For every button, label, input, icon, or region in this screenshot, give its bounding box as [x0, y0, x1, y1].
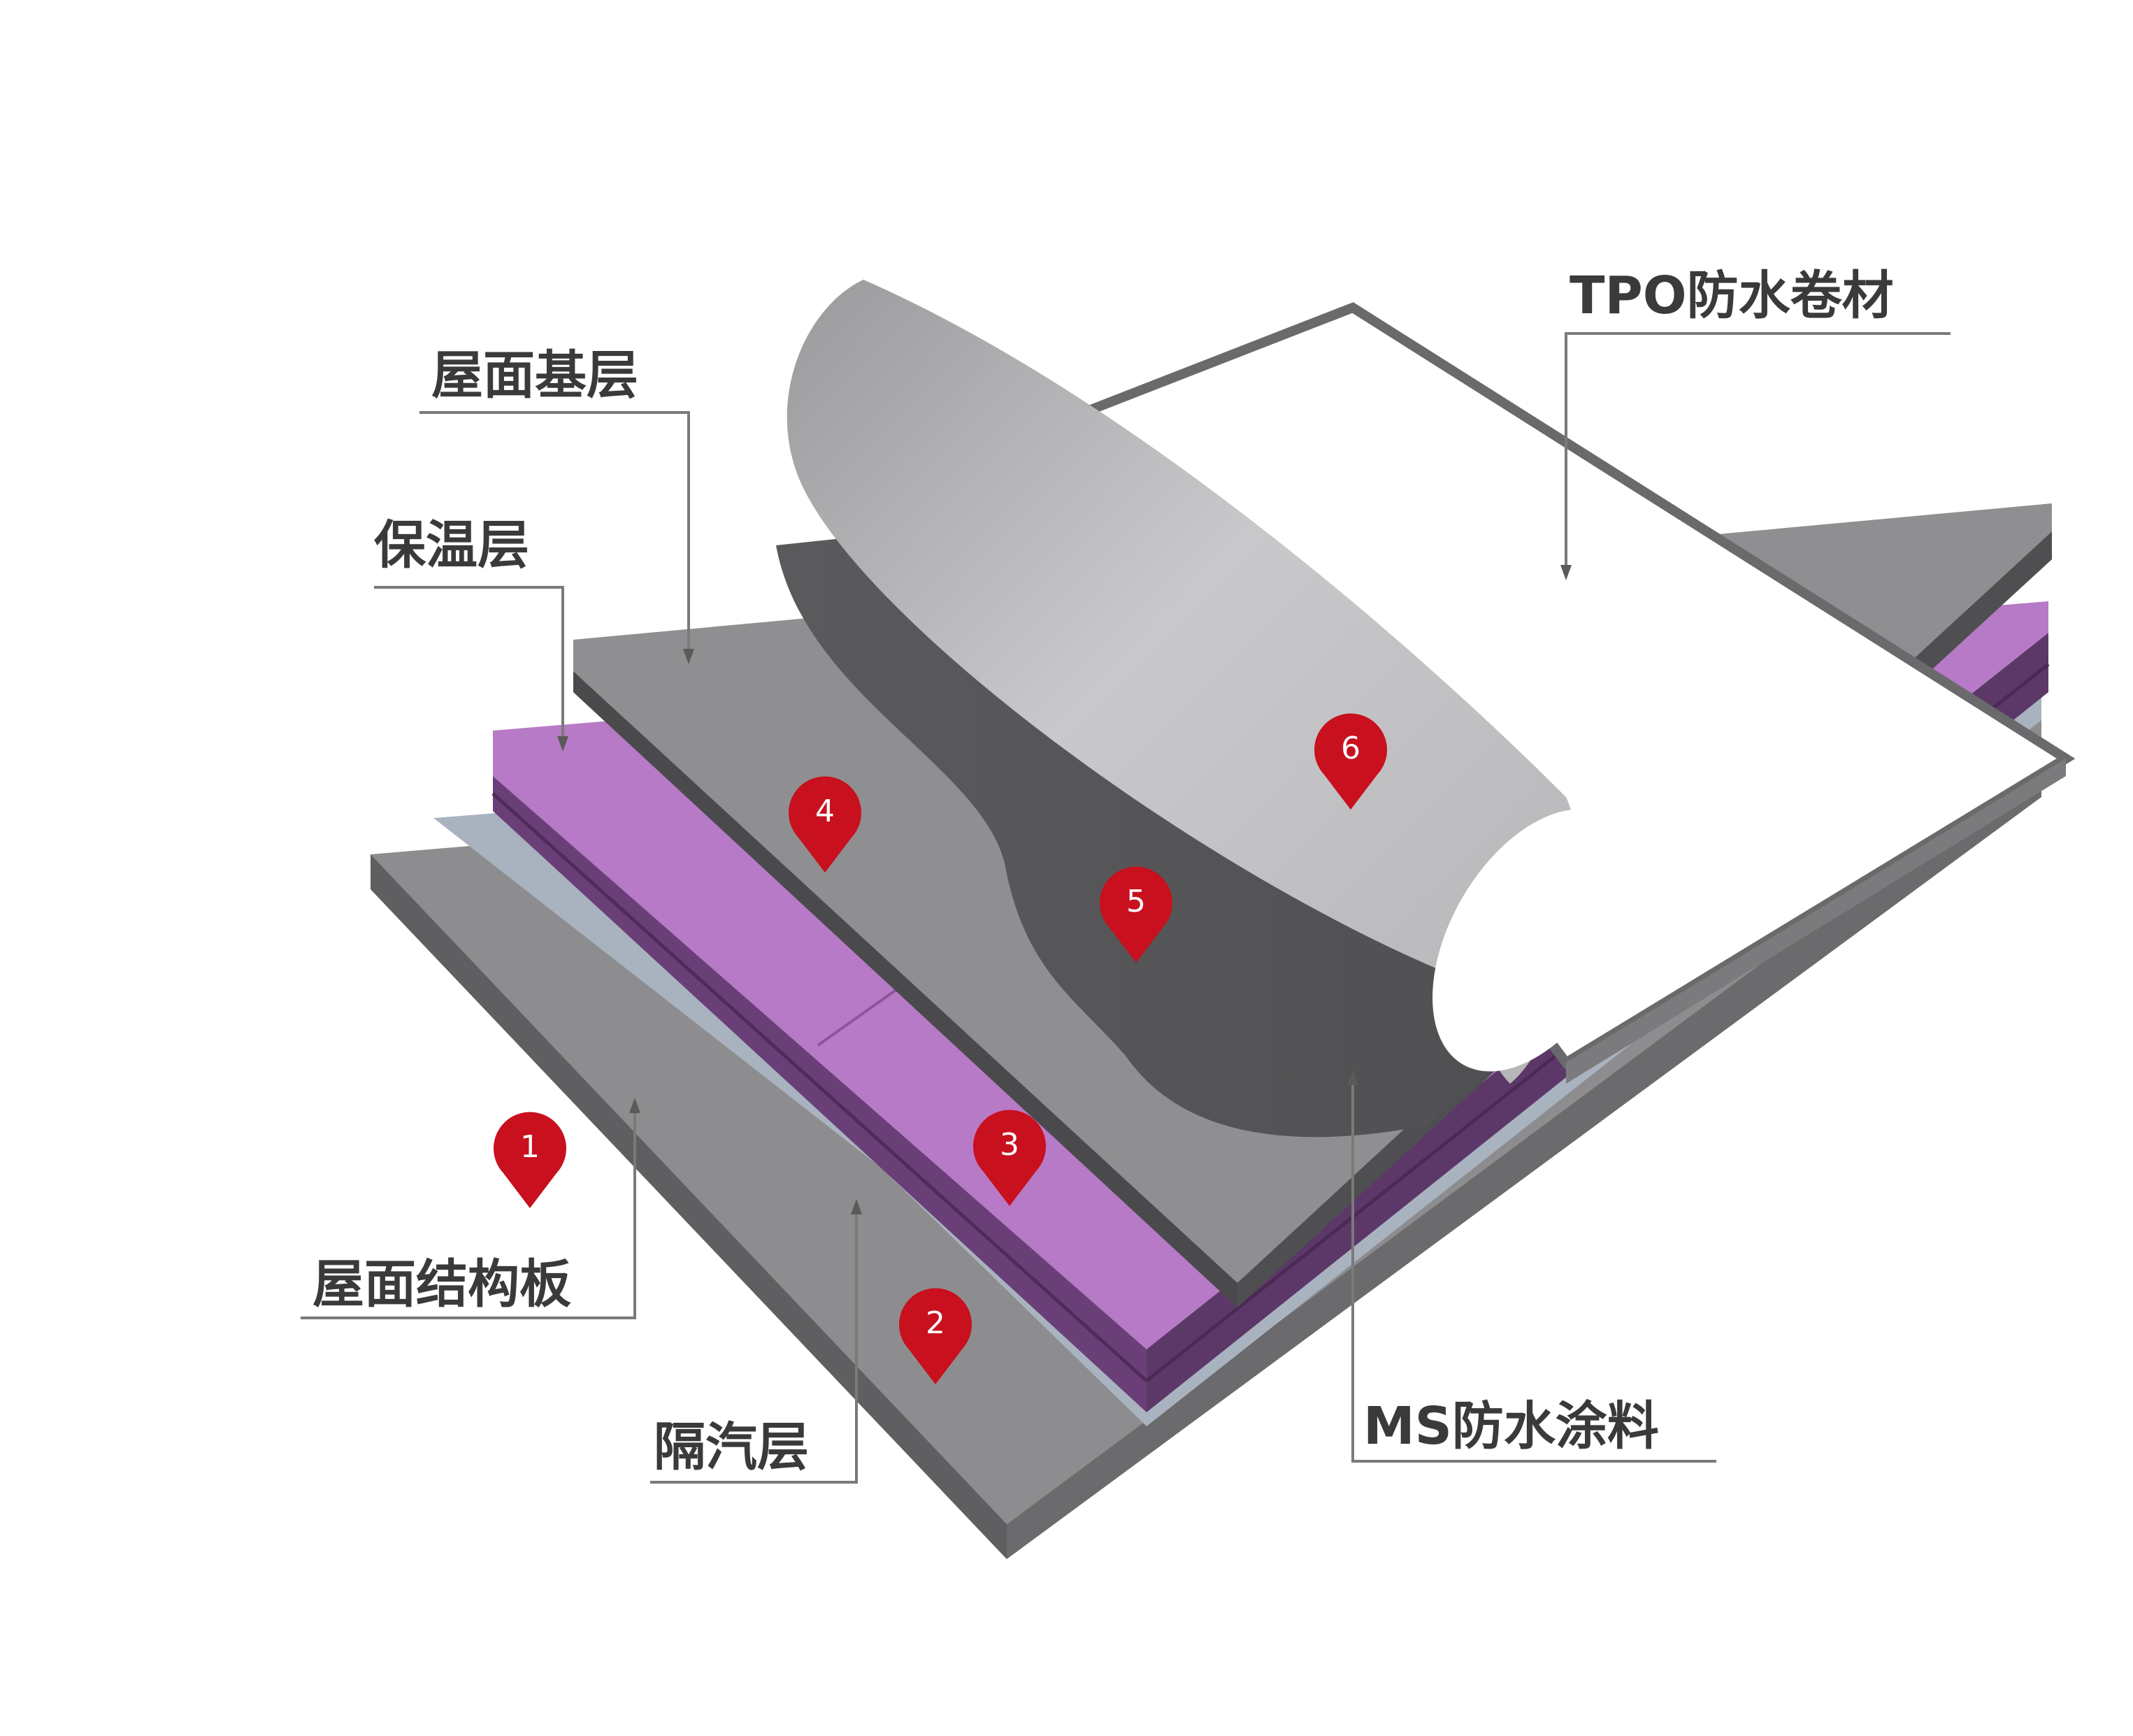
layer-labels: TPO防水卷材 屋面基层 保温层 屋面结构板 隔汽层 MS防水涂料 [313, 266, 1894, 1477]
leader-ms-coating [1351, 1080, 1716, 1463]
arrowhead-coating [1347, 1070, 1358, 1085]
marker-number-1: 1 [520, 1129, 540, 1165]
insulation-board-seam-2 [491, 792, 1148, 1382]
label-tpo-membrane: TPO防水卷材 [1570, 266, 1894, 326]
marker-2[interactable]: 2 [899, 1288, 972, 1384]
arrowhead-tpo [1560, 565, 1572, 580]
marker-pin-2 [899, 1288, 972, 1384]
marker-number-4: 4 [815, 794, 835, 829]
leader-roof-structural-slab [301, 1108, 636, 1319]
arrowhead-slab [629, 1098, 640, 1113]
marker-pin-1 [494, 1112, 566, 1208]
marker-1[interactable]: 1 [494, 1112, 566, 1208]
marker-number-5: 5 [1126, 884, 1146, 919]
tpo-roll-end [1432, 809, 1637, 1072]
marker-6[interactable]: 6 [1314, 713, 1387, 810]
layer-tpo-membrane [787, 280, 2076, 1084]
marker-pin-5 [1100, 866, 1172, 963]
leader-vapor-barrier [650, 1210, 858, 1484]
insulation-front-side [493, 776, 1147, 1412]
insulation-board-seam [817, 984, 903, 1047]
base-front-side [573, 671, 1237, 1307]
marker-pin-4 [789, 776, 861, 873]
marker-3[interactable]: 3 [973, 1110, 1046, 1206]
marker-5[interactable]: 5 [1100, 866, 1172, 963]
label-ms-coating: MS防水涂料 [1363, 1396, 1659, 1456]
markers: 1 2 3 4 5 6 [494, 713, 1387, 1384]
leader-insulation-layer [374, 586, 564, 741]
marker-4[interactable]: 4 [789, 776, 861, 873]
tpo-peeled-roll [787, 280, 1580, 1084]
leader-tpo-membrane [1565, 332, 1951, 570]
arrowhead-insulation [557, 736, 568, 752]
slab-right-side [1007, 755, 2041, 1559]
marker-pin-6 [1314, 713, 1387, 810]
slab-front-side [371, 854, 1007, 1559]
label-insulation-layer: 保温层 [374, 515, 529, 575]
marker-pin-3 [973, 1110, 1046, 1206]
tpo-sheet-right-side [1566, 759, 2066, 1084]
leader-lines [301, 332, 1951, 1484]
label-vapor-barrier: 隔汽层 [654, 1417, 809, 1477]
label-roof-base-layer: 屋面基层 [431, 345, 638, 406]
marker-number-2: 2 [926, 1305, 945, 1341]
arrowhead-vapor [851, 1199, 862, 1214]
arrowhead-base [683, 649, 694, 664]
leader-roof-base-layer [419, 411, 690, 654]
marker-number-6: 6 [1341, 731, 1360, 766]
label-roof-structural-slab: 屋面结构板 [313, 1254, 571, 1314]
marker-number-3: 3 [1000, 1127, 1019, 1163]
